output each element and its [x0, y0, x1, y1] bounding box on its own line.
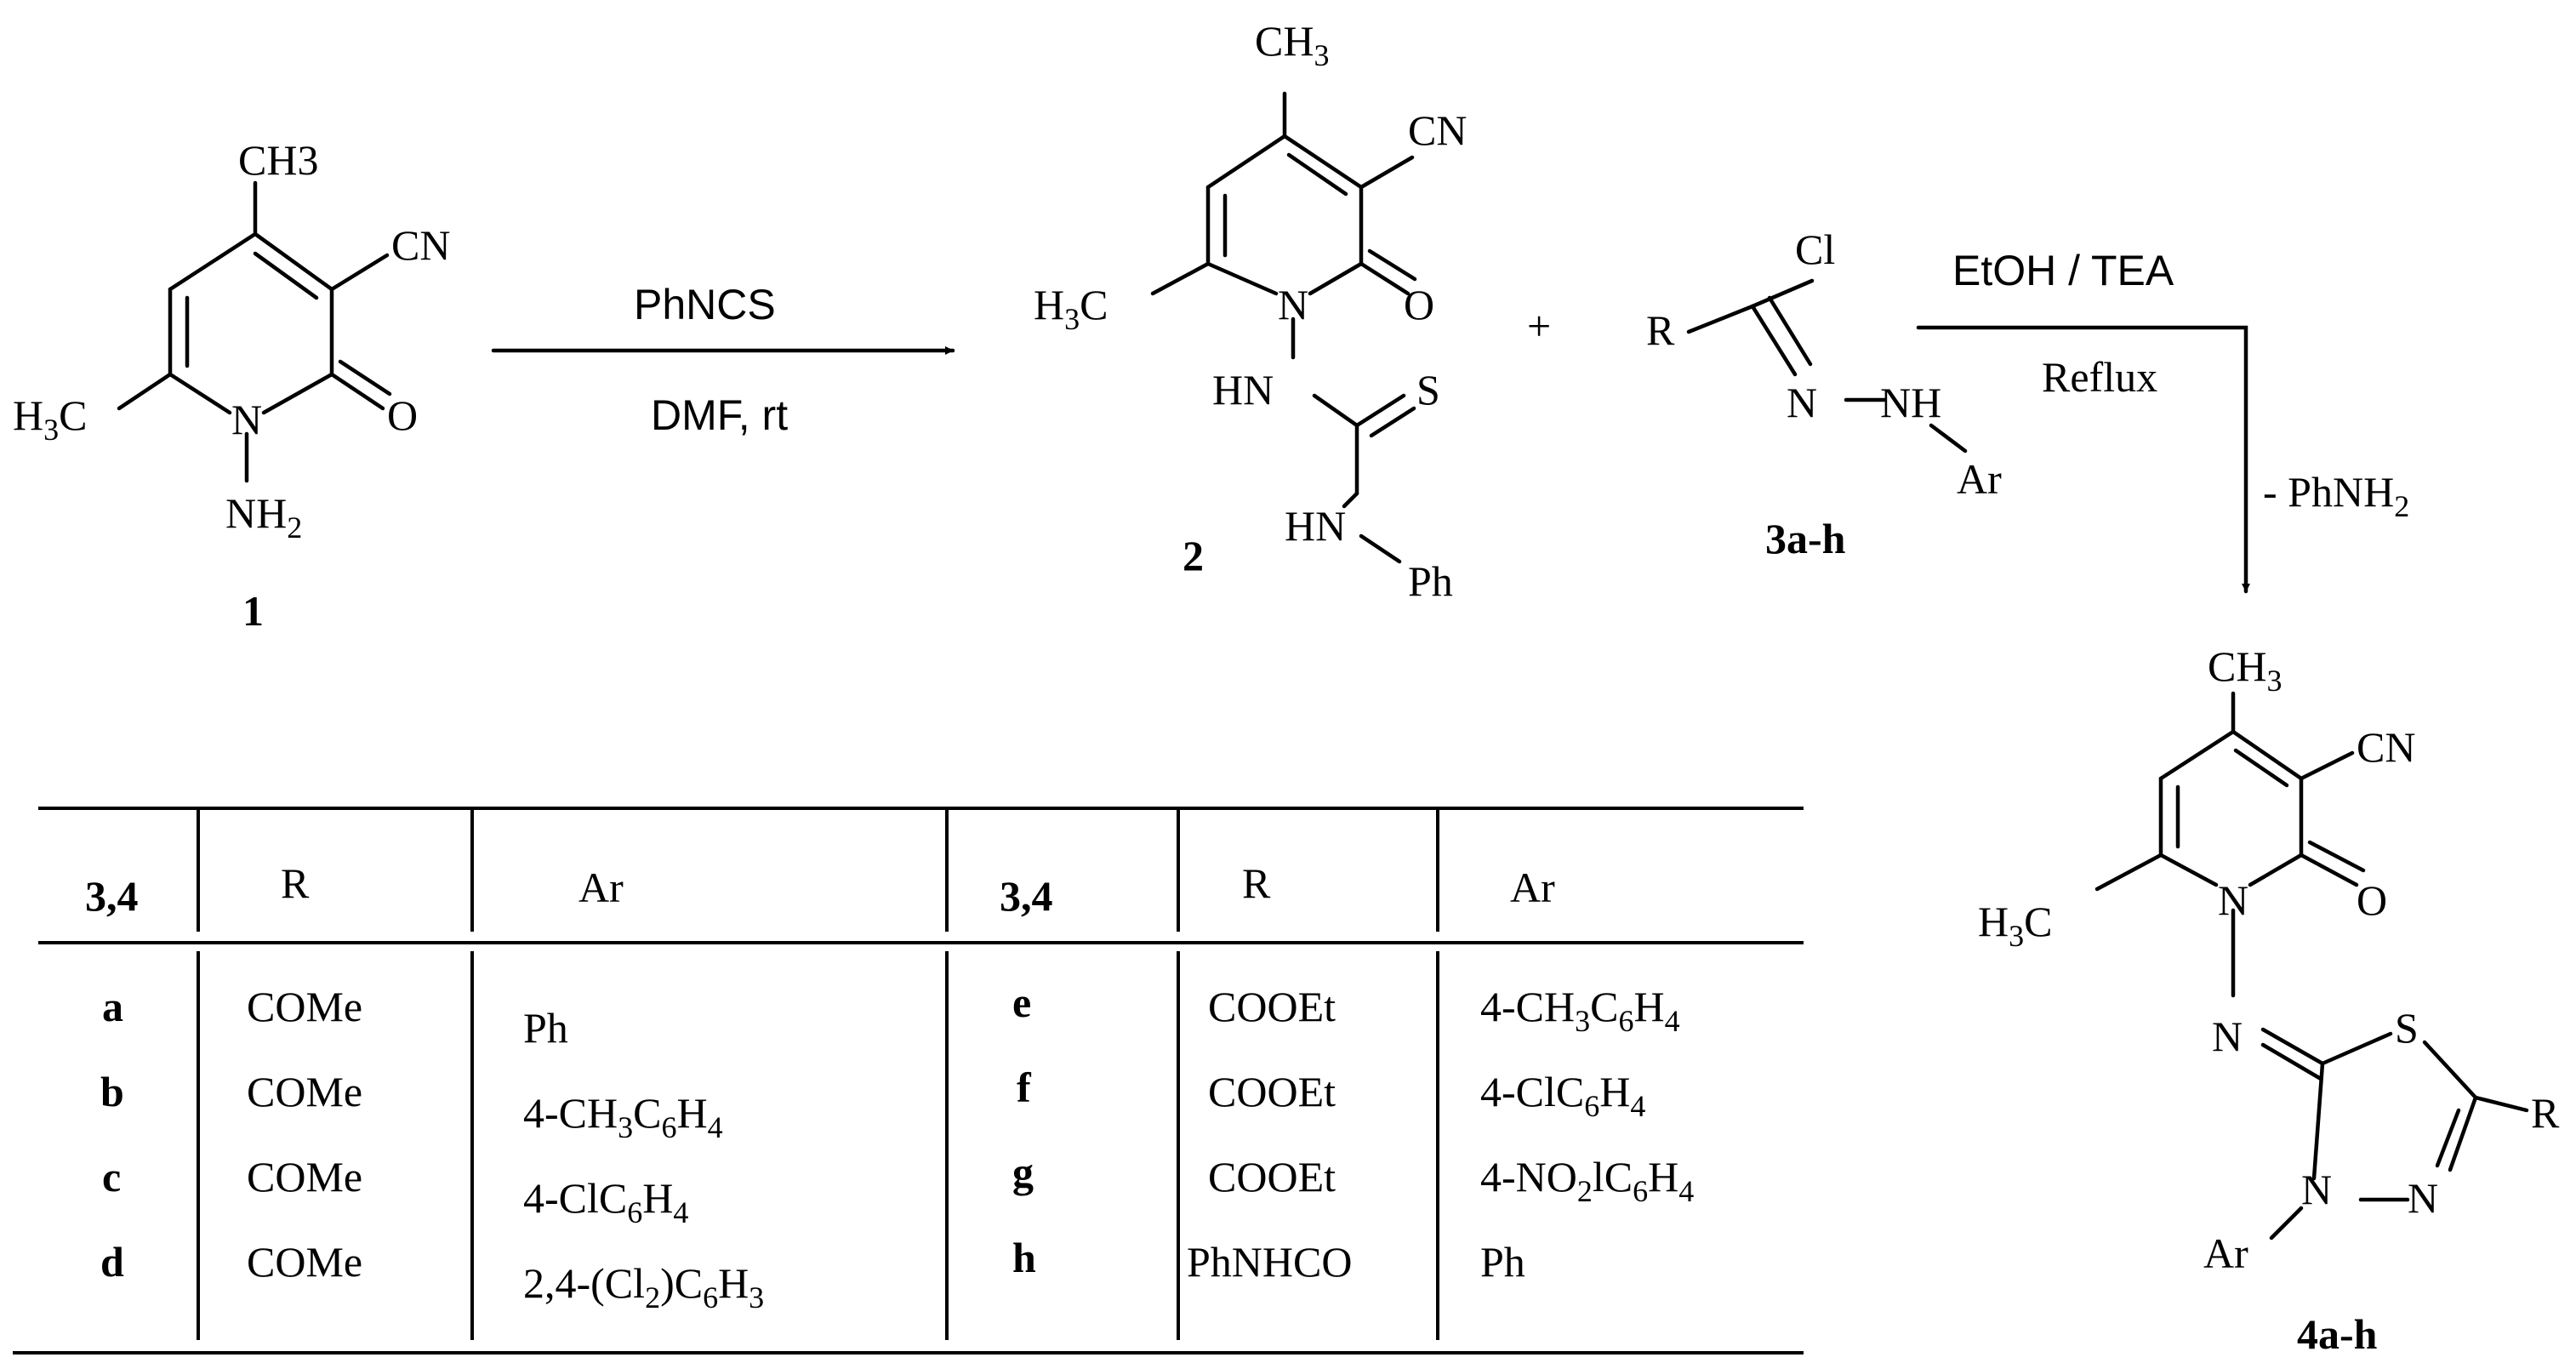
- compound-2: CH3 CN O N H3C HN S HN Ph 2: [1034, 17, 1467, 605]
- compound-4-cn-label: CN: [2357, 723, 2415, 771]
- compound-2-id: 2: [1183, 532, 1204, 579]
- compound-2-ring-n-label: N: [1278, 281, 1308, 328]
- compound-4-ring-n-label: N: [2218, 876, 2248, 924]
- compound-2-hn1-label: HN: [1212, 366, 1274, 413]
- compound-4-ar-label: Ar: [2203, 1229, 2248, 1277]
- compound-4-n4-label: N: [2408, 1174, 2438, 1222]
- compound-4-oxo-label: O: [2357, 876, 2387, 924]
- compound-3-bonds: [1686, 278, 1968, 453]
- compound-4-imine-n-label: N: [2212, 1012, 2243, 1060]
- step2-arrow: EtOH / TEA Reflux - PhNH2: [1916, 247, 2409, 594]
- table-row-id: b: [100, 1068, 124, 1115]
- table-row-ar: 4-CH3C6H4: [523, 1089, 723, 1144]
- step1-conditions: DMF, rt: [651, 391, 788, 439]
- table-row-id: e: [1012, 978, 1031, 1026]
- table-row-r: COOEt: [1208, 1153, 1336, 1200]
- compound-1: CH3 CN O N H3C NH2 1: [13, 136, 450, 635]
- table-row-id: h: [1012, 1234, 1036, 1281]
- table-row-ar: 4-CH3C6H4: [1480, 983, 1680, 1038]
- compound-1-methyl-label: CH3: [238, 136, 318, 184]
- table-row-id: g: [1012, 1149, 1034, 1196]
- step1-reagent: PhNCS: [634, 281, 776, 328]
- table-row-ar: 2,4-(Cl2)C6H3: [523, 1259, 764, 1315]
- compound-2-s-label: S: [1416, 366, 1440, 413]
- compound-3-cl-label: Cl: [1795, 225, 1835, 273]
- table-row-ar: Ph: [523, 1004, 568, 1052]
- compound-3-id: 3a-h: [1765, 515, 1846, 562]
- table-row-r: COMe: [247, 1068, 362, 1115]
- compound-3-r-label: R: [1646, 306, 1675, 354]
- table-row-id: a: [102, 983, 123, 1030]
- compound-2-ph-label: Ph: [1408, 557, 1453, 605]
- table-row-id: f: [1017, 1064, 1032, 1111]
- compound-3-nh-label: NH: [1880, 379, 1941, 426]
- compound-1-methyl2-label: H3C: [13, 391, 87, 447]
- compound-1-nh2-label: NH2: [225, 489, 302, 545]
- table-row-ar: Ph: [1480, 1238, 1525, 1286]
- table-header-r-left: R: [281, 859, 310, 907]
- table-header-id-right: 3,4: [1000, 872, 1053, 920]
- compound-4-methyl2-label: H3C: [1978, 898, 2052, 953]
- table-row-ar: 4-NO2lC6H4: [1480, 1153, 1694, 1208]
- table-row-id: c: [102, 1153, 121, 1200]
- compound-3: Cl R N NH Ar 3a-h: [1646, 225, 2002, 562]
- compound-4: CH3 CN O N H3C N S R N N Ar 4a-h: [1978, 642, 2560, 1358]
- table-row-id: d: [100, 1238, 124, 1286]
- step1-arrow: PhNCS DMF, rt: [491, 281, 955, 439]
- compound-4-s-label: S: [2395, 1004, 2419, 1052]
- table-row-r: COOEt: [1208, 983, 1336, 1030]
- compound-1-id: 1: [242, 587, 264, 635]
- plus-sign: +: [1527, 302, 1551, 350]
- table-row-r: COMe: [247, 1153, 362, 1200]
- table-row-r: COMe: [247, 983, 362, 1030]
- step2-reagent: EtOH / TEA: [1952, 247, 2174, 294]
- compound-2-bonds: [1150, 91, 1417, 564]
- substituent-table: 3,4 R Ar 3,4 R Ar a COMe Ph b COMe 4-CH3…: [13, 807, 1804, 1354]
- step2-side-product: - PhNH2: [2263, 468, 2409, 523]
- compound-4-n3-label: N: [2301, 1166, 2332, 1213]
- table-header-r-right: R: [1242, 859, 1271, 907]
- compound-4-methyl-label: CH3: [2208, 642, 2282, 698]
- table-row-r: PhNHCO: [1187, 1238, 1352, 1286]
- compound-4-r-label: R: [2531, 1089, 2560, 1137]
- compound-4-id: 4a-h: [2297, 1310, 2378, 1358]
- table-row-r: COOEt: [1208, 1068, 1336, 1115]
- compound-2-methyl2-label: H3C: [1034, 281, 1108, 336]
- step2-conditions: Reflux: [2042, 353, 2157, 401]
- compound-2-cn-label: CN: [1408, 106, 1467, 154]
- table-header-id-left: 3,4: [85, 872, 139, 920]
- table-row-r: COMe: [247, 1238, 362, 1286]
- compound-1-oxo-label: O: [387, 391, 418, 439]
- table-header-ar-left: Ar: [578, 864, 624, 911]
- compound-2-methyl-label: CH3: [1255, 17, 1329, 72]
- compound-1-cn-label: CN: [391, 221, 450, 269]
- compound-2-hn2-label: HN: [1285, 502, 1346, 550]
- compound-2-oxo-label: O: [1404, 281, 1434, 328]
- table-header-ar-right: Ar: [1510, 864, 1555, 911]
- table-row-ar: 4-ClC6H4: [523, 1174, 688, 1229]
- compound-1-ring-n-label: N: [231, 396, 262, 443]
- compound-3-ar-label: Ar: [1957, 455, 2002, 503]
- compound-3-n-label: N: [1787, 379, 1817, 426]
- compound-1-bonds: [117, 180, 392, 483]
- table-row-ar: 4-ClC6H4: [1480, 1068, 1645, 1123]
- compound-4-bonds: [2094, 691, 2529, 1240]
